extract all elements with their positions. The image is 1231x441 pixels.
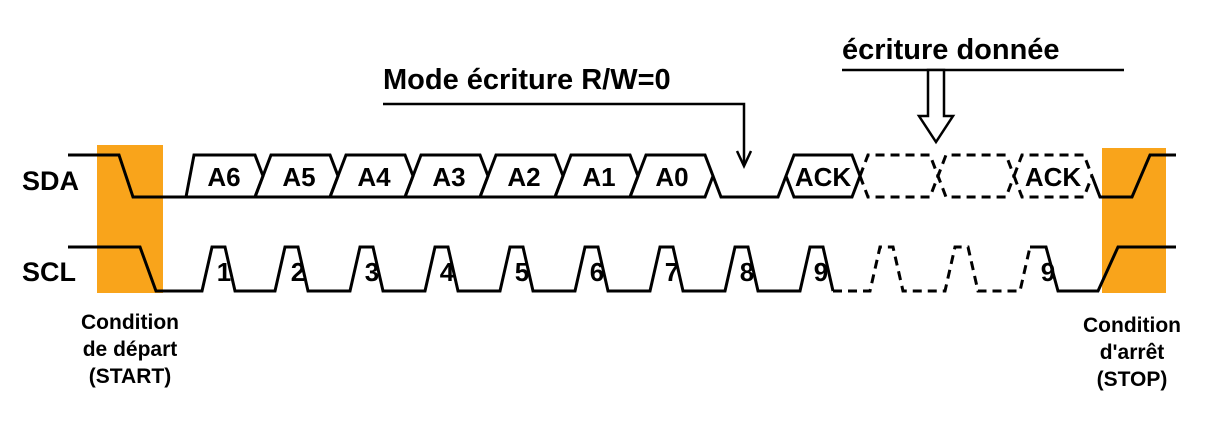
caption-line: (START) bbox=[89, 365, 171, 388]
clock-number: 2 bbox=[291, 257, 305, 287]
clock-number: 4 bbox=[440, 257, 455, 287]
ack-label: ACK bbox=[795, 162, 852, 192]
sda-stop-edge bbox=[1090, 153, 1176, 199]
sda-data-byte-dashed bbox=[858, 153, 1016, 199]
start-condition-highlight bbox=[97, 145, 163, 293]
sda-ack-data-dashed: ACK bbox=[1012, 153, 1094, 199]
caption-line: de départ bbox=[83, 338, 178, 361]
scl-clock-pulses bbox=[68, 245, 835, 293]
clock-number: 7 bbox=[665, 257, 679, 287]
scl-clock-pulses-dashed bbox=[833, 245, 1032, 293]
bit-label: A5 bbox=[282, 162, 315, 192]
start-condition-caption: Condition de départ (START) bbox=[81, 311, 179, 388]
sda-bit-a3: A3 bbox=[402, 153, 490, 199]
clock-number: 6 bbox=[590, 257, 604, 287]
write-mode-annotation: Mode écriture R/W=0 bbox=[383, 64, 753, 169]
caption-line: Condition bbox=[81, 311, 179, 334]
sda-start-edge bbox=[68, 153, 186, 199]
stop-condition-caption: Condition d'arrêt (STOP) bbox=[1083, 314, 1181, 391]
stop-condition-highlight bbox=[1102, 148, 1166, 293]
clock-numbers: 1 2 3 4 5 6 7 8 9 9 bbox=[217, 257, 1055, 287]
bit-label: A1 bbox=[582, 162, 615, 192]
sda-label: SDA bbox=[22, 166, 79, 196]
clock-number: 9 bbox=[814, 257, 828, 287]
sda-bit-a4: A4 bbox=[327, 153, 415, 199]
caption-line: Condition bbox=[1083, 314, 1181, 337]
caption-line: (STOP) bbox=[1097, 368, 1168, 391]
sda-ack-address: ACK bbox=[784, 153, 862, 199]
sda-rw-bit bbox=[711, 175, 788, 199]
clock-number: 8 bbox=[740, 257, 754, 287]
data-write-annotation: écriture donnée bbox=[842, 34, 1124, 145]
sda-bit-a2: A2 bbox=[477, 153, 565, 199]
bit-label: A3 bbox=[432, 162, 465, 192]
down-arrow-icon bbox=[916, 68, 956, 145]
clock-number: 9 bbox=[1041, 257, 1055, 287]
bit-label: A6 bbox=[207, 162, 240, 192]
clock-number: 1 bbox=[217, 257, 231, 287]
sda-bit-a0: A0 bbox=[627, 153, 715, 199]
clock-number: 3 bbox=[365, 257, 379, 287]
sda-address-bits: A6 A5 A4 A3 A2 A1 A0 bbox=[184, 153, 715, 199]
bit-label: A2 bbox=[507, 162, 540, 192]
ack-label: ACK bbox=[1025, 162, 1082, 192]
data-write-label: écriture donnée bbox=[842, 34, 1060, 66]
write-mode-label: Mode écriture R/W=0 bbox=[383, 64, 671, 96]
scl-final-pulse bbox=[1030, 245, 1176, 293]
sda-bit-a1: A1 bbox=[552, 153, 640, 199]
sda-bit-a5: A5 bbox=[252, 153, 340, 199]
sda-bit-a6: A6 bbox=[184, 153, 265, 199]
scl-label: SCL bbox=[22, 257, 76, 287]
caption-line: d'arrêt bbox=[1100, 341, 1165, 364]
clock-number: 5 bbox=[515, 257, 529, 287]
bit-label: A0 bbox=[655, 162, 688, 192]
bit-label: A4 bbox=[357, 162, 391, 192]
